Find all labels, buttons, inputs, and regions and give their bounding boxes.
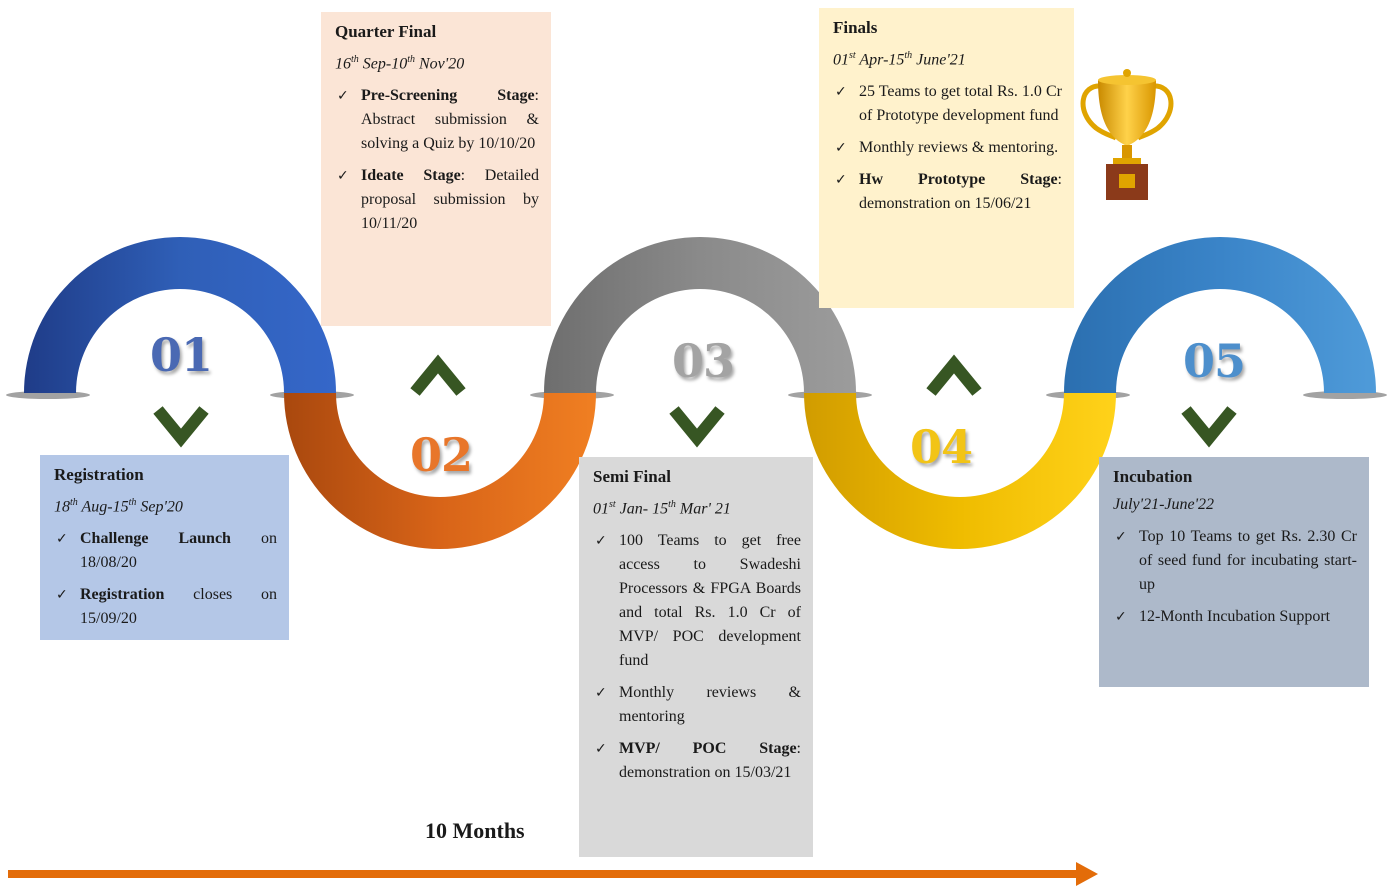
card-list: Top 10 Teams to get Rs. 2.30 Cr of seed … bbox=[1113, 525, 1357, 629]
card-list: 100 Teams to get free access to Swadeshi… bbox=[593, 529, 801, 785]
stage-number-02: 02 bbox=[410, 428, 473, 482]
list-item-bold: MVP/ POC Stage bbox=[619, 740, 797, 758]
card-title: Finals bbox=[833, 18, 878, 37]
list-item-bold: Pre-Screening Stage bbox=[361, 87, 535, 105]
semi-final-card: Semi Final 01st Jan- 15th Mar' 21 100 Te… bbox=[579, 457, 813, 857]
list-item-bold: Challenge Launch bbox=[80, 530, 231, 548]
arc-02 bbox=[284, 393, 596, 549]
card-date: 01st Apr-15th June'21 bbox=[833, 50, 966, 69]
arc-05 bbox=[1064, 237, 1376, 393]
list-item: Pre-Screening Stage: Abstract submission… bbox=[335, 84, 539, 156]
list-item: Hw Prototype Stage: demonstration on 15/… bbox=[833, 168, 1062, 216]
chevron-up-icon bbox=[926, 354, 982, 396]
list-item: MVP/ POC Stage: demonstration on 15/03/2… bbox=[593, 737, 801, 785]
card-title: Registration bbox=[54, 465, 144, 484]
stage-number-03: 03 bbox=[672, 334, 735, 388]
card-date: 18th Aug-15th Sep'20 bbox=[54, 497, 183, 516]
incubation-card: Incubation July'21-June'22 Top 10 Teams … bbox=[1099, 457, 1369, 687]
list-item: Monthly reviews & mentoring bbox=[593, 681, 801, 729]
list-item: Top 10 Teams to get Rs. 2.30 Cr of seed … bbox=[1113, 525, 1357, 597]
registration-card: Registration 18th Aug-15th Sep'20 Challe… bbox=[40, 455, 289, 640]
card-list: Pre-Screening Stage: Abstract submission… bbox=[335, 84, 539, 236]
finals-card: Finals 01st Apr-15th June'21 25 Teams to… bbox=[819, 8, 1074, 308]
chevron-down-icon bbox=[669, 406, 725, 448]
card-list: Challenge Launch on 18/08/20Registration… bbox=[54, 527, 277, 631]
stage-number-01: 01 bbox=[150, 328, 213, 382]
card-date: July'21-June'22 bbox=[1113, 496, 1215, 513]
list-item: 25 Teams to get total Rs. 1.0 Cr of Prot… bbox=[833, 80, 1062, 128]
list-item: 100 Teams to get free access to Swadeshi… bbox=[593, 529, 801, 673]
card-date: 16th Sep-10th Nov'20 bbox=[335, 54, 465, 73]
list-item-bold: Ideate Stage bbox=[361, 167, 461, 185]
chevron-down-icon bbox=[153, 406, 209, 448]
stage-number-05: 05 bbox=[1183, 334, 1246, 388]
card-list: 25 Teams to get total Rs. 1.0 Cr of Prot… bbox=[833, 80, 1062, 216]
list-item: Registration closes on 15/09/20 bbox=[54, 583, 277, 631]
duration-label: 10 Months bbox=[425, 818, 525, 843]
timeline-arrow-icon bbox=[8, 862, 1098, 886]
chevron-down-icon bbox=[1181, 406, 1237, 448]
trophy-icon bbox=[1080, 69, 1174, 200]
arc-01 bbox=[24, 237, 336, 393]
list-item-bold: Hw Prototype Stage bbox=[859, 171, 1058, 189]
arc-03 bbox=[544, 237, 856, 393]
chevron-up-icon bbox=[410, 354, 466, 396]
card-date: 01st Jan- 15th Mar' 21 bbox=[593, 499, 731, 518]
list-item-bold: Registration bbox=[80, 586, 165, 604]
list-item: Ideate Stage: Detailed proposal submissi… bbox=[335, 164, 539, 236]
stage-number-04: 04 bbox=[910, 420, 973, 474]
list-item: Challenge Launch on 18/08/20 bbox=[54, 527, 277, 575]
card-title: Incubation bbox=[1113, 467, 1193, 486]
quarter-final-card: Quarter Final 16th Sep-10th Nov'20 Pre-S… bbox=[321, 12, 551, 326]
card-title: Quarter Final bbox=[335, 22, 437, 41]
arc-04 bbox=[804, 393, 1116, 549]
list-item: 12-Month Incubation Support bbox=[1113, 605, 1357, 629]
list-item: Monthly reviews & mentoring. bbox=[833, 136, 1062, 160]
card-title: Semi Final bbox=[593, 467, 671, 486]
